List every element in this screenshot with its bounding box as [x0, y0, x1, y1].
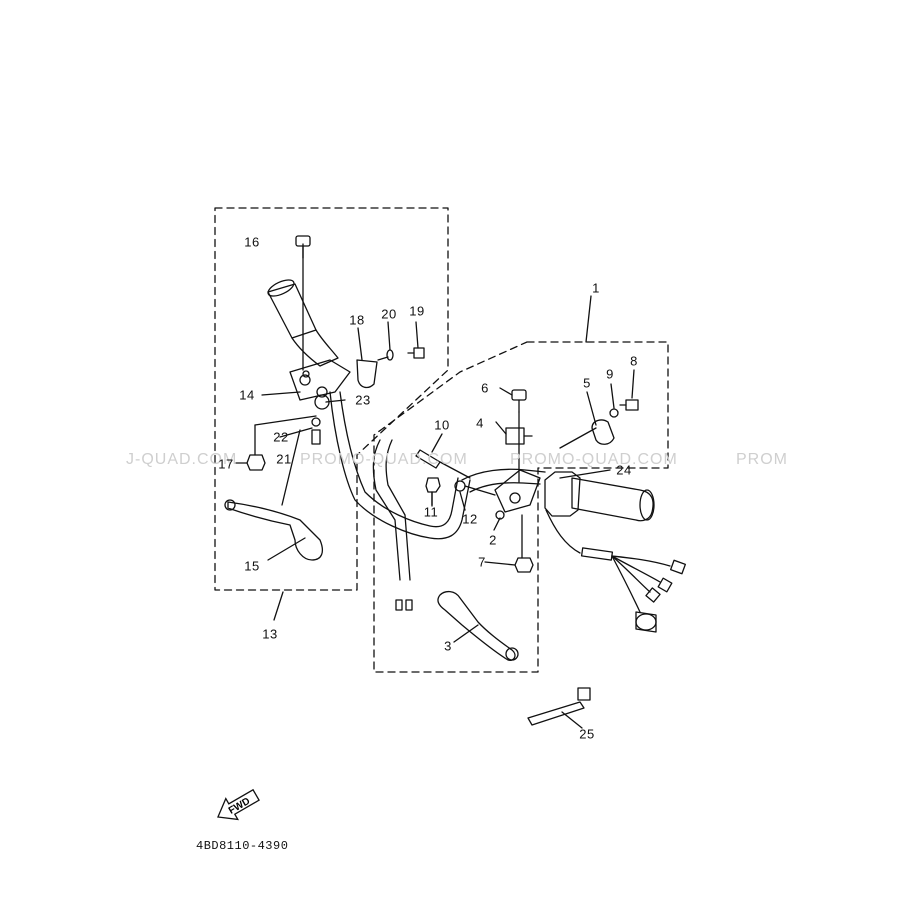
- callout-21: 21: [276, 451, 292, 467]
- left-grip: [267, 279, 339, 367]
- clamp-18: [356, 359, 378, 389]
- bolt-8: [619, 399, 639, 411]
- callout-22: 22: [273, 429, 289, 445]
- nut-7: [514, 557, 534, 573]
- bolt-16: [295, 235, 311, 259]
- callout-9: 9: [606, 366, 614, 382]
- callout-2: 2: [489, 532, 497, 548]
- callout-16: 16: [244, 234, 260, 250]
- callout-20: 20: [381, 306, 397, 322]
- washer-20: [386, 349, 394, 361]
- fwd-label: FWD: [227, 796, 252, 817]
- bolt-6: [511, 389, 527, 413]
- watermark-1: J-QUAD.COM: [126, 451, 238, 468]
- right-lever-3: [437, 590, 519, 661]
- group-1-outline: [373, 341, 669, 673]
- callout-8: 8: [630, 353, 638, 369]
- callout-25: 25: [579, 726, 595, 742]
- callout-12: 12: [462, 511, 478, 527]
- callout-1: 1: [592, 280, 600, 296]
- locknut-11: [425, 477, 441, 493]
- callout-18: 18: [349, 312, 365, 328]
- washer-22: [311, 417, 321, 427]
- cable-12: [454, 480, 496, 496]
- cable-ends: [395, 599, 413, 611]
- nut-17: [246, 454, 266, 471]
- callout-6: 6: [481, 380, 489, 396]
- callout-14: 14: [239, 387, 255, 403]
- throttle-housing-2: [494, 469, 541, 520]
- callout-3: 3: [444, 638, 452, 654]
- bolt-21: [311, 429, 321, 445]
- callout-4: 4: [476, 415, 484, 431]
- switch-wiring: [545, 509, 686, 633]
- part-code: 4BD8110-4390: [196, 839, 289, 853]
- callout-23: 23: [355, 392, 371, 408]
- watermark-2: PROMO-QUAD.COM: [300, 451, 468, 468]
- switch-4: [505, 427, 533, 445]
- group-13-outline: [214, 207, 449, 591]
- cable-tie-25: [527, 687, 591, 726]
- right-grip-24: [544, 471, 655, 522]
- callout-17: 17: [218, 456, 234, 472]
- left-lever-holder: [289, 359, 351, 401]
- watermark-4: PROM: [736, 451, 788, 468]
- left-lever-15: [224, 499, 323, 561]
- callout-24: 24: [616, 462, 632, 478]
- callout-10: 10: [434, 417, 450, 433]
- callout-19: 19: [409, 303, 425, 319]
- fwd-arrow: FWD: [217, 788, 260, 821]
- washer-9: [609, 408, 619, 418]
- callout-15: 15: [244, 558, 260, 574]
- handlebar: [329, 391, 546, 581]
- cable-adjuster-10: [415, 449, 471, 479]
- callout-13: 13: [262, 626, 278, 642]
- bolt-19: [407, 347, 425, 359]
- callout-7: 7: [478, 554, 486, 570]
- callout-11: 11: [423, 504, 439, 520]
- watermark-3: PROMO-QUAD.COM: [510, 451, 678, 468]
- callout-5: 5: [583, 375, 591, 391]
